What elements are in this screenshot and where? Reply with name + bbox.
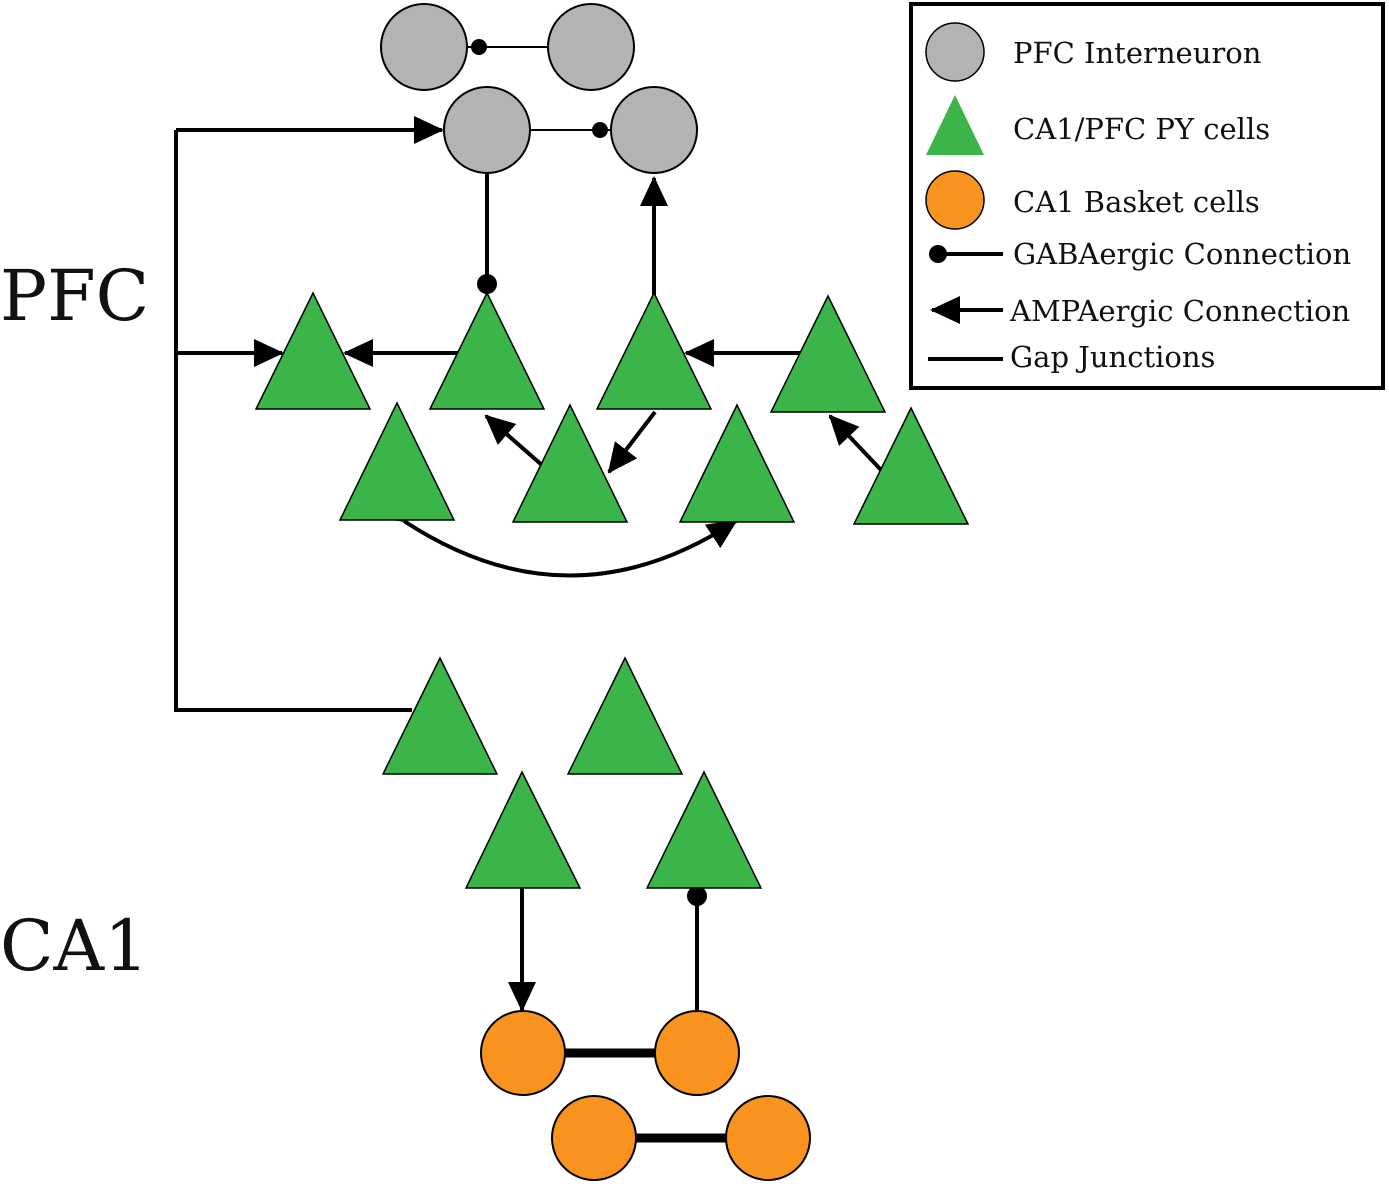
basket-cell-legend-icon: [925, 170, 985, 230]
pfc-interneuron: [610, 86, 698, 174]
legend-gap-junctions-label: Gap Junctions: [1010, 340, 1215, 374]
pfc-interneuron: [443, 86, 531, 174]
connections: [174, 39, 884, 1143]
pfc-region-label: PFC: [0, 255, 149, 337]
legend-box: [909, 2, 1385, 390]
ca1-py-cells: [381, 656, 763, 889]
pfc-py-cell: [769, 294, 887, 413]
pfc-py-cell: [428, 291, 546, 410]
ca1-py-cell: [381, 656, 499, 775]
gaba-legend-dot-icon: [929, 245, 947, 263]
ampa-bidirectional-arc: [372, 493, 738, 578]
legend-basket-cells-label: CA1 Basket cells: [1013, 185, 1260, 219]
ampa-py9-to-py5: [828, 414, 884, 473]
pfc-py-cell: [338, 401, 456, 521]
ca1-py-cell: [645, 770, 763, 889]
ca1-basket-cell: [480, 1010, 566, 1096]
pfc-py-cell: [511, 403, 629, 523]
ca1-basket-cell: [551, 1095, 637, 1181]
pfc-interneurons: [380, 3, 698, 174]
interneuron-legend-icon: [925, 22, 985, 82]
pfc-interneuron: [380, 3, 468, 91]
pfc-py-cell: [254, 291, 372, 410]
legend: PFC Interneuron CA1/PFC PY cells CA1 Bas…: [909, 2, 1385, 390]
ca1-to-pfc-trunk: [174, 130, 412, 712]
gaba-dot-icon: [687, 886, 707, 906]
legend-py-cells-label: CA1/PFC PY cells: [1013, 112, 1270, 146]
ca1-py-cell: [464, 770, 582, 889]
legend-interneuron-label: PFC Interneuron: [1013, 36, 1261, 70]
pfc-py-cell: [852, 406, 970, 525]
ampa-py7-to-py3: [484, 414, 545, 468]
pfc-py-cells: [254, 291, 970, 525]
gaba-dot-icon: [477, 274, 497, 294]
gaba-dot-icon: [471, 39, 487, 55]
py-cell-legend-icon: [926, 95, 984, 155]
ca1-py-cell: [566, 656, 684, 775]
legend-ampaergic-label: AMPAergic Connection: [1009, 294, 1350, 328]
pfc-py-cell: [678, 403, 796, 523]
ca1-basket-cells: [480, 1010, 811, 1181]
gaba-dot-icon: [592, 122, 608, 138]
ca1-basket-cell: [654, 1010, 740, 1096]
legend-gabaergic-label: GABAergic Connection: [1013, 237, 1351, 271]
ca1-region-label: CA1: [0, 905, 149, 987]
ca1-basket-cell: [725, 1095, 811, 1181]
pfc-py-cell: [595, 291, 713, 410]
pfc-interneuron: [547, 3, 635, 91]
ampa-py4-to-py7: [607, 410, 657, 474]
